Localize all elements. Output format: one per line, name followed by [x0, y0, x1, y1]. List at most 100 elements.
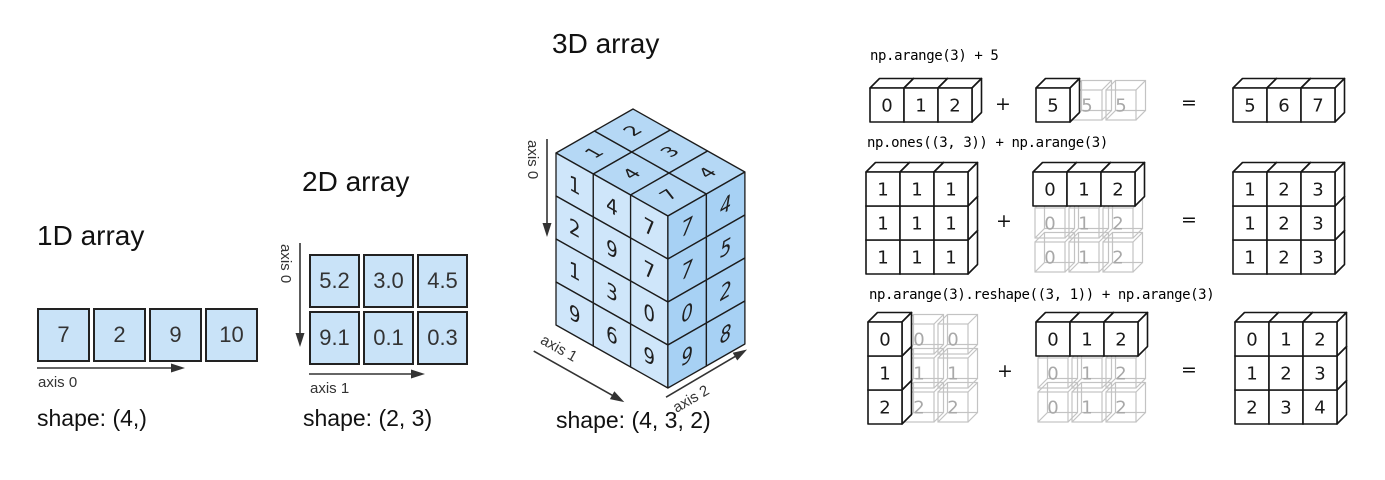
solid-cube [933, 205, 969, 241]
right-arrow-icon [309, 369, 425, 379]
broadcast-cell-value: 2 [1112, 247, 1123, 268]
cube-cell-value: 8 [720, 319, 732, 350]
broadcast-cell-value: 1 [1081, 329, 1092, 350]
broadcast-cell-value: 2 [949, 95, 960, 116]
broadcast-cell-value: 3 [1280, 397, 1291, 418]
broadcast-cell-value: 5 [1081, 95, 1092, 116]
broadcast-cell-value: 1 [1244, 213, 1255, 234]
array-cell: 4.5 [417, 254, 468, 308]
broadcast-cell-value: 1 [945, 247, 956, 268]
solid-cube [867, 389, 903, 425]
cube-cell-value: 2 [720, 276, 732, 307]
cube-cell-value: 4 [606, 191, 618, 222]
broadcast-cell-value: 1 [877, 179, 888, 200]
broadcast-cell-value: 1 [911, 213, 922, 234]
broadcast-cell-value: 2 [1115, 397, 1126, 418]
broadcast-cell-value: 0 [1044, 213, 1055, 234]
axis-2-arrow-3d: axis 2 [663, 344, 759, 417]
broadcast-cell-value: 2 [1278, 213, 1289, 234]
solid-cube [865, 171, 901, 207]
ghost-cube [1034, 241, 1066, 273]
broadcast-cell-value: 2 [1278, 247, 1289, 268]
solid-cube [1302, 355, 1338, 391]
ghost-cube [1037, 357, 1069, 389]
cube-cell-value: 9 [643, 341, 655, 372]
solid-cube [1300, 171, 1336, 207]
solid-cube [1232, 239, 1268, 275]
solid-cube [1266, 239, 1302, 275]
plus-operator: + [995, 93, 1011, 115]
solid-cube [1069, 321, 1105, 357]
broadcast-cell-value: 1 [877, 247, 888, 268]
axis-0-label-2d: axis 0 [277, 244, 294, 284]
solid-cube [1302, 389, 1338, 425]
solid-cube [933, 239, 969, 275]
ghost-cube [1068, 241, 1100, 273]
broadcast-cell-value: 2 [947, 397, 958, 418]
axis-0-arrow-1d: axis 0 [37, 362, 185, 391]
broadcast-cell-value: 0 [1047, 363, 1058, 384]
plus-operator: + [996, 210, 1012, 232]
ghost-cube [1037, 391, 1069, 423]
broadcast-cell-value: 2 [1112, 179, 1123, 200]
broadcast-cell-value: 2 [1115, 363, 1126, 384]
solid-cube [899, 171, 935, 207]
axis-1-arrow-3d: axis 1 [531, 331, 636, 407]
broadcast-cell-value: 6 [1278, 95, 1289, 116]
broadcast-cell-value: 1 [1081, 363, 1092, 384]
axis-1-label-2d: axis 1 [310, 380, 350, 397]
cube-cell-value: 1 [569, 256, 581, 287]
solid-cube [1103, 321, 1139, 357]
equals-operator: = [1181, 92, 1197, 114]
broadcast-cell-value: 5 [1047, 95, 1058, 116]
broadcast-cell-value: 2 [1314, 329, 1325, 350]
broadcast-cell-value: 1 [911, 247, 922, 268]
broadcast-cell-value: 0 [1047, 329, 1058, 350]
broadcast-cell-value: 0 [1246, 329, 1257, 350]
cube-cell-value: 5 [720, 233, 732, 264]
broadcast-cell-value: 0 [881, 95, 892, 116]
broadcast-cell-value: 0 [1044, 247, 1055, 268]
ghost-cube [937, 357, 969, 389]
right-arrow-icon [533, 350, 625, 403]
broadcast-cell-value: 0 [1047, 397, 1058, 418]
ghost-cube [1105, 357, 1137, 389]
ghost-cube [1071, 391, 1103, 423]
ghost-cube [1102, 207, 1134, 239]
solid-cube [1300, 239, 1336, 275]
solid-cube [1268, 355, 1304, 391]
array-cell: 10 [205, 308, 258, 362]
cube-cell-value: 7 [681, 211, 693, 242]
down-arrow-icon [295, 243, 305, 347]
broadcast-cell-value: 1 [945, 213, 956, 234]
broadcast-cell-value: 1 [879, 363, 890, 384]
broadcast-cell-value: 1 [911, 179, 922, 200]
broadcast-cell-value: 2 [1280, 363, 1291, 384]
solid-cube [1302, 321, 1338, 357]
down-arrow-icon [542, 139, 552, 237]
axis-0-arrow-2d: axis 0 [277, 243, 306, 347]
cube-cell-value: 7 [643, 212, 655, 243]
broadcast-cell-value: 1 [945, 179, 956, 200]
solid-cube [1268, 321, 1304, 357]
axis-1-arrow-2d: axis 1 [309, 368, 425, 397]
solid-cube [1100, 171, 1136, 207]
solid-cube [1300, 87, 1336, 123]
up-right-arrow-icon [665, 349, 748, 398]
ghost-cube [1034, 207, 1066, 239]
broadcast-expression-3: np.arange(3).reshape((3, 1)) + np.arange… [869, 287, 1215, 303]
array-cell: 0.1 [363, 311, 414, 365]
broadcast-cell-value: 0 [1044, 179, 1055, 200]
solid-cube [865, 239, 901, 275]
